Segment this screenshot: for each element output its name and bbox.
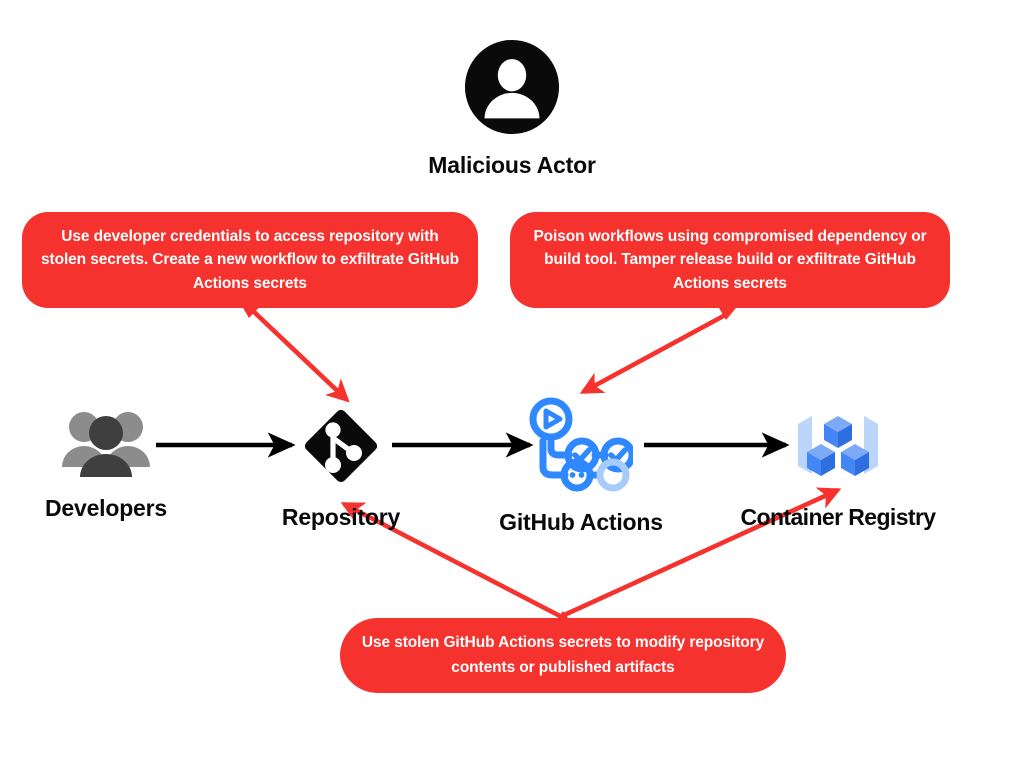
callout-developer-credentials-text: Use developer credentials to access repo… <box>41 227 459 292</box>
arrow-threat-credentials-to-repository <box>250 308 350 403</box>
callout-poison-workflows: Poison workflows using compromised depen… <box>510 212 950 308</box>
container-registry-cubes-icon <box>792 400 884 492</box>
node-registry: Container Registry <box>732 400 944 531</box>
node-developers: Developers <box>18 405 194 522</box>
callout-stolen-secrets-text: Use stolen GitHub Actions secrets to mod… <box>361 634 765 676</box>
node-malicious-actor: Malicious Actor <box>0 38 1024 179</box>
arrow-threat-poison-to-actions <box>579 310 731 395</box>
node-label-repository: Repository <box>281 504 401 530</box>
person-circle-icon <box>463 38 561 136</box>
callout-poison-workflows-text: Poison workflows using compromised depen… <box>533 227 927 292</box>
node-repository: Repository <box>258 400 424 531</box>
node-label-developers: Developers <box>44 495 167 521</box>
people-group-icon <box>54 405 158 483</box>
callout-stolen-secrets: Use stolen GitHub Actions secrets to mod… <box>340 618 786 693</box>
node-label-github-actions: GitHub Actions <box>499 509 663 535</box>
node-label-malicious-actor: Malicious Actor <box>428 152 596 178</box>
node-actions: GitHub Actions <box>492 397 670 536</box>
github-actions-workflow-icon <box>529 397 633 497</box>
callout-developer-credentials: Use developer credentials to access repo… <box>22 212 478 308</box>
git-logo-icon <box>295 400 387 492</box>
node-label-container-registry: Container Registry <box>740 504 937 530</box>
